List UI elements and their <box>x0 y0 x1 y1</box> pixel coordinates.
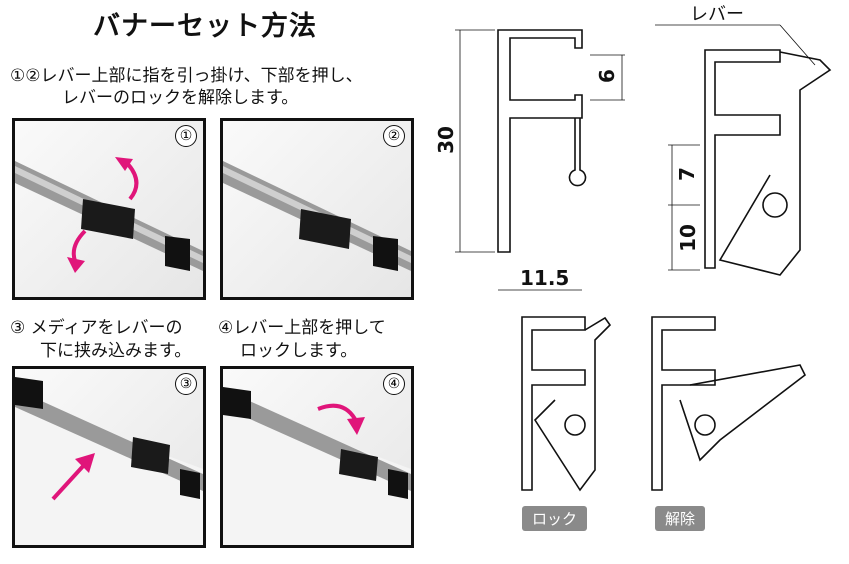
dimension-11-5: 11.5 <box>520 266 570 290</box>
rail-illustration <box>15 377 203 545</box>
step-number-badge: ① <box>175 125 197 147</box>
dimension-7: 7 <box>674 167 699 181</box>
dimension-30: 30 <box>433 126 458 154</box>
rail-illustration <box>223 161 411 271</box>
page-title: バナーセット方法 <box>93 11 317 42</box>
release-badge: 解除 <box>655 506 706 531</box>
rail-illustration <box>15 157 203 273</box>
dimension-10: 10 <box>675 224 700 252</box>
step-number-badge: ② <box>383 125 405 147</box>
step12-line1: ①②レバー上部に指を引っ掛け、下部を押し、 <box>10 66 363 86</box>
step-number-badge: ③ <box>175 373 197 395</box>
photo-step-3: ③ <box>12 366 206 548</box>
step4-line1: ④レバー上部を押して <box>218 318 386 338</box>
rail-illustration <box>223 387 411 545</box>
photo-step-4: ④ <box>220 366 414 548</box>
step3-line1: ③ メディアをレバーの <box>10 318 183 338</box>
photo-step-2: ② <box>220 118 414 300</box>
photo-step-1: ① <box>12 118 206 300</box>
lock-badge: ロック <box>522 506 588 531</box>
step3-line2: 下に挟み込みます。 <box>40 341 192 361</box>
step4-line2: ロックします。 <box>240 341 358 361</box>
dimension-6: 6 <box>594 69 619 83</box>
lever-label: レバー <box>690 4 744 25</box>
step-number-badge: ④ <box>383 373 405 395</box>
step12-line2: レバーのロックを解除します。 <box>62 88 299 108</box>
